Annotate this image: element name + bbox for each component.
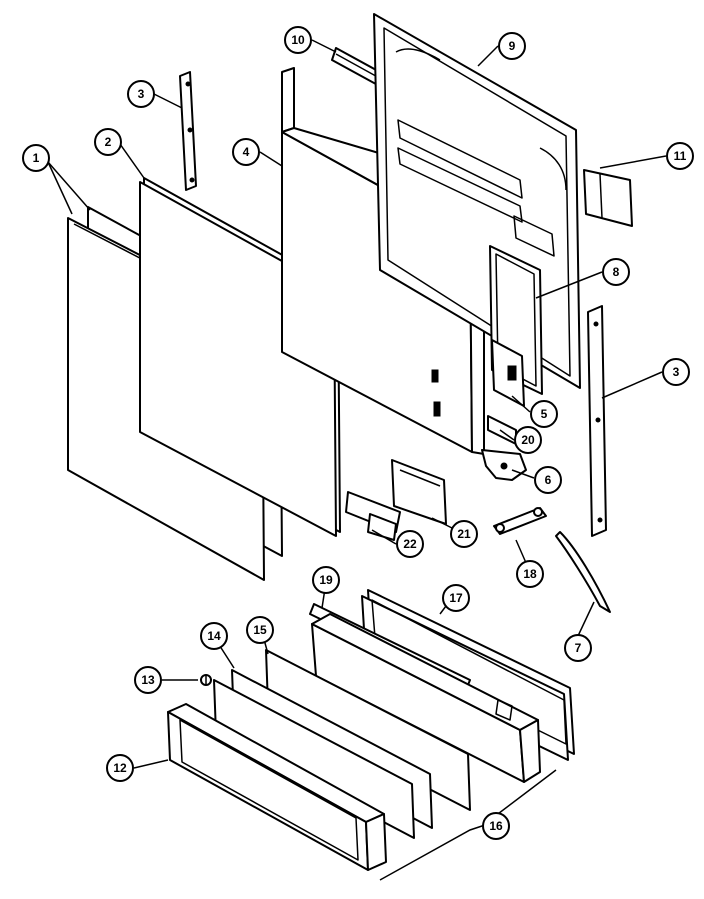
callout-3-left: 3 [127, 80, 155, 108]
callout-4: 4 [232, 138, 260, 166]
callout-12: 12 [106, 754, 134, 782]
callout-14: 14 [200, 622, 228, 650]
liner-slot [431, 369, 439, 383]
callout-5: 5 [530, 400, 558, 428]
callout-label: 3 [138, 87, 145, 101]
screw [200, 674, 212, 686]
callout-11: 11 [666, 142, 694, 170]
latch-bracket [487, 415, 517, 445]
callout-label: 19 [319, 573, 333, 587]
shield-plate [391, 459, 447, 525]
callout-label: 10 [291, 33, 305, 47]
callout-10: 10 [284, 26, 312, 54]
callout-8: 8 [602, 258, 630, 286]
callout-3-right: 3 [662, 358, 690, 386]
callout-label: 16 [489, 819, 503, 833]
callout-label: 17 [449, 591, 463, 605]
hinge-piece [481, 449, 527, 481]
callout-9: 9 [498, 32, 526, 60]
console-frame [167, 703, 387, 871]
callout-label: 8 [613, 265, 620, 279]
callout-22: 22 [396, 530, 424, 558]
callout-15: 15 [246, 616, 274, 644]
callout-20: 20 [514, 426, 542, 454]
side-bracket [583, 169, 633, 227]
callout-label: 15 [253, 623, 267, 637]
callout-16: 16 [482, 812, 510, 840]
leader-lines [47, 39, 667, 881]
callout-label: 7 [575, 641, 582, 655]
callout-21: 21 [450, 520, 478, 548]
side-trim-strip-right [587, 305, 607, 537]
callout-label: 4 [243, 145, 250, 159]
callout-17: 17 [442, 584, 470, 612]
door-handle [555, 531, 611, 613]
console-body [311, 613, 541, 783]
callout-6: 6 [534, 466, 562, 494]
callout-label: 9 [509, 39, 516, 53]
callout-13: 13 [134, 666, 162, 694]
callout-1: 1 [22, 144, 50, 172]
callout-7: 7 [564, 634, 592, 662]
callout-label: 13 [141, 673, 155, 687]
mounting-bracket [345, 491, 401, 541]
liner-slot [433, 401, 441, 417]
callout-label: 21 [457, 527, 471, 541]
callout-19: 19 [312, 566, 340, 594]
callout-label: 2 [105, 135, 112, 149]
callout-18: 18 [516, 560, 544, 588]
control-panel-face [213, 669, 433, 839]
callout-label: 11 [674, 149, 687, 163]
callout-label: 18 [523, 567, 537, 581]
callout-label: 22 [403, 537, 417, 551]
side-trim-strip-left [179, 71, 197, 191]
callout-label: 20 [521, 433, 535, 447]
callout-label: 5 [541, 407, 548, 421]
callout-label: 12 [113, 761, 127, 775]
callout-label: 6 [545, 473, 552, 487]
callout-label: 3 [673, 365, 680, 379]
link-spring [493, 507, 547, 535]
callout-label: 14 [207, 629, 221, 643]
callout-2: 2 [94, 128, 122, 156]
callout-label: 1 [33, 151, 40, 165]
